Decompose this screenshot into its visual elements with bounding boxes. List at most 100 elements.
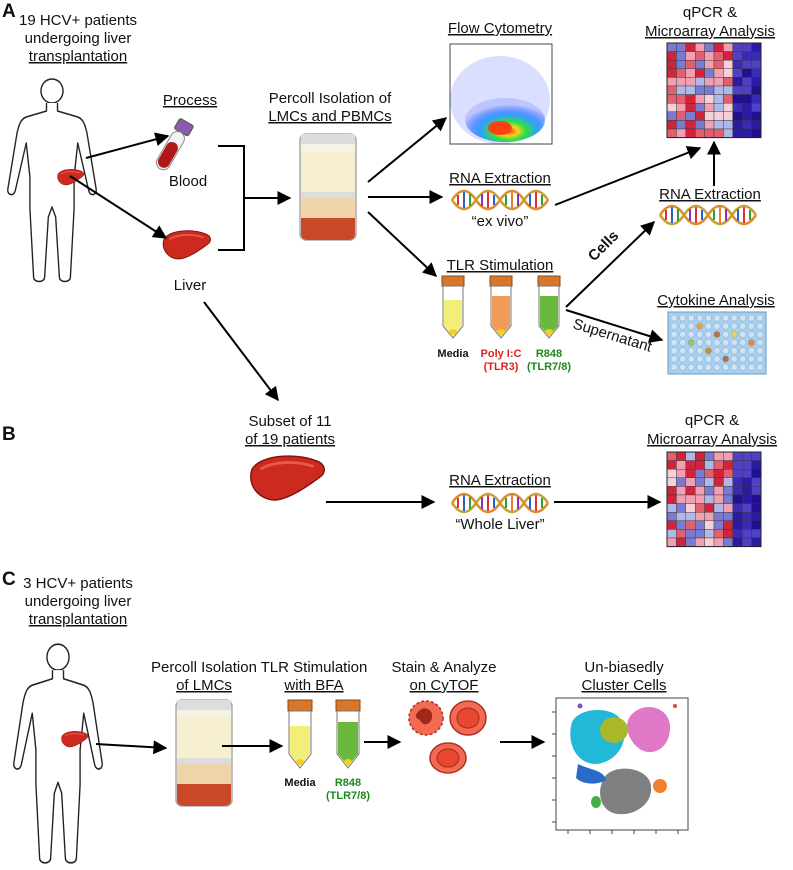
heatmap-cell: [676, 42, 686, 52]
heatmap-cell: [732, 494, 743, 504]
heatmap-cell: [732, 503, 743, 513]
heatmap-cell: [666, 77, 677, 87]
blood-tube-icon: [155, 118, 194, 171]
plate-well: [704, 330, 712, 338]
qpcr-a-line2: Microarray Analysis: [645, 23, 775, 40]
heatmap-cell: [713, 85, 724, 95]
heatmap-cell: [751, 486, 762, 496]
plate-well: [687, 339, 695, 347]
heatmap-cell: [741, 486, 752, 496]
dna-helix-b-icon: [450, 492, 550, 514]
tlr78-label-c: (TLR7/8): [326, 790, 370, 802]
plate-well: [756, 314, 764, 322]
percoll-a-line1: Percoll Isolation of: [269, 90, 392, 107]
heatmap-cell: [676, 77, 686, 87]
tlr-stimulation-label: TLR Stimulation: [447, 257, 554, 274]
heatmap-cell: [704, 451, 715, 461]
plate-well: [679, 363, 687, 371]
plate-well: [687, 330, 695, 338]
plate-well: [730, 347, 738, 355]
heatmap-cell: [741, 77, 752, 87]
heatmap-cell: [741, 460, 752, 470]
plate-well: [730, 322, 738, 330]
plate-well: [679, 330, 687, 338]
plate-well: [747, 339, 755, 347]
plate-well: [756, 363, 764, 371]
heatmap-cell: [713, 512, 724, 522]
heatmap-cell: [685, 469, 696, 479]
plate-well: [704, 347, 712, 355]
plate-well: [696, 363, 704, 371]
tube-media-a: [441, 275, 465, 339]
whole-liver-label: “Whole Liver”: [455, 516, 544, 533]
plate-well: [730, 355, 738, 363]
heatmap-cell: [666, 85, 677, 95]
plate-well: [722, 347, 730, 355]
heatmap-cell: [704, 128, 715, 138]
heatmap-cell: [713, 120, 724, 130]
heatmap-cell: [695, 486, 705, 496]
heatmap-cell: [685, 486, 696, 496]
plate-well: [739, 347, 747, 355]
heatmap-cell: [713, 77, 724, 87]
patients-a-line3: transplantation: [29, 48, 127, 65]
heatmap-cell: [676, 120, 686, 130]
media-label-a: Media: [437, 348, 469, 360]
heatmap-cell: [732, 85, 743, 95]
heatmap-cell: [751, 42, 762, 52]
plate-well: [670, 363, 678, 371]
heatmap-cell: [666, 94, 677, 104]
heatmap-cell: [676, 94, 686, 104]
plate-well: [713, 363, 721, 371]
plate-well: [687, 314, 695, 322]
plate-well: [679, 355, 687, 363]
heatmap-cell: [741, 42, 752, 52]
heatmap-cell: [695, 60, 705, 70]
heatmap-cell: [751, 120, 762, 130]
heatmap-cell: [713, 111, 724, 121]
plate-well: [730, 314, 738, 322]
rna-extraction-a2-label: RNA Extraction: [659, 186, 761, 203]
heatmap-cell: [732, 111, 743, 121]
heatmap-cell: [695, 85, 705, 95]
heatmap-cell: [666, 477, 677, 487]
heatmap-cell: [685, 503, 696, 513]
heatmap-cell: [723, 94, 734, 104]
heatmap-cell: [676, 512, 686, 522]
heatmap-cell: [713, 469, 724, 479]
r848-label-c: R848: [335, 777, 361, 789]
heatmap-cell: [732, 486, 743, 496]
process-label: Process: [163, 92, 217, 109]
heatmap-cell: [695, 460, 705, 470]
heatmap-cell: [666, 469, 677, 479]
heatmap-cell: [732, 42, 743, 52]
heatmap-cell: [751, 77, 762, 87]
qpcr-a-line1: qPCR &: [683, 4, 737, 21]
patients-c-line1: 3 HCV+ patients: [23, 575, 133, 592]
plate-well: [730, 339, 738, 347]
plate-well: [704, 339, 712, 347]
plate-well: [696, 322, 704, 330]
liver-icon-body-c: [61, 730, 89, 748]
liver-label: Liver: [174, 277, 207, 294]
arrow-cells: [565, 221, 656, 308]
heatmap-cell: [741, 451, 752, 461]
heatmap-cell: [695, 128, 705, 138]
heatmap-cell: [741, 477, 752, 487]
arrow-liver-to-subset: [203, 301, 279, 402]
panel-b-label: B: [2, 424, 16, 445]
heatmap-cell: [741, 128, 752, 138]
heatmap-cell: [713, 529, 724, 539]
heatmap-cell: [723, 537, 734, 547]
heatmap-cell: [723, 486, 734, 496]
heatmap-cell: [666, 111, 677, 121]
arrow-body-to-liver: [69, 175, 168, 239]
plate-well: [739, 363, 747, 371]
cluster-line2: Cluster Cells: [581, 677, 666, 694]
plate-well: [739, 330, 747, 338]
heatmap-cell: [704, 460, 715, 470]
heatmap-cell: [704, 469, 715, 479]
heatmap-cell: [695, 68, 705, 78]
heatmap-cell: [713, 503, 724, 513]
